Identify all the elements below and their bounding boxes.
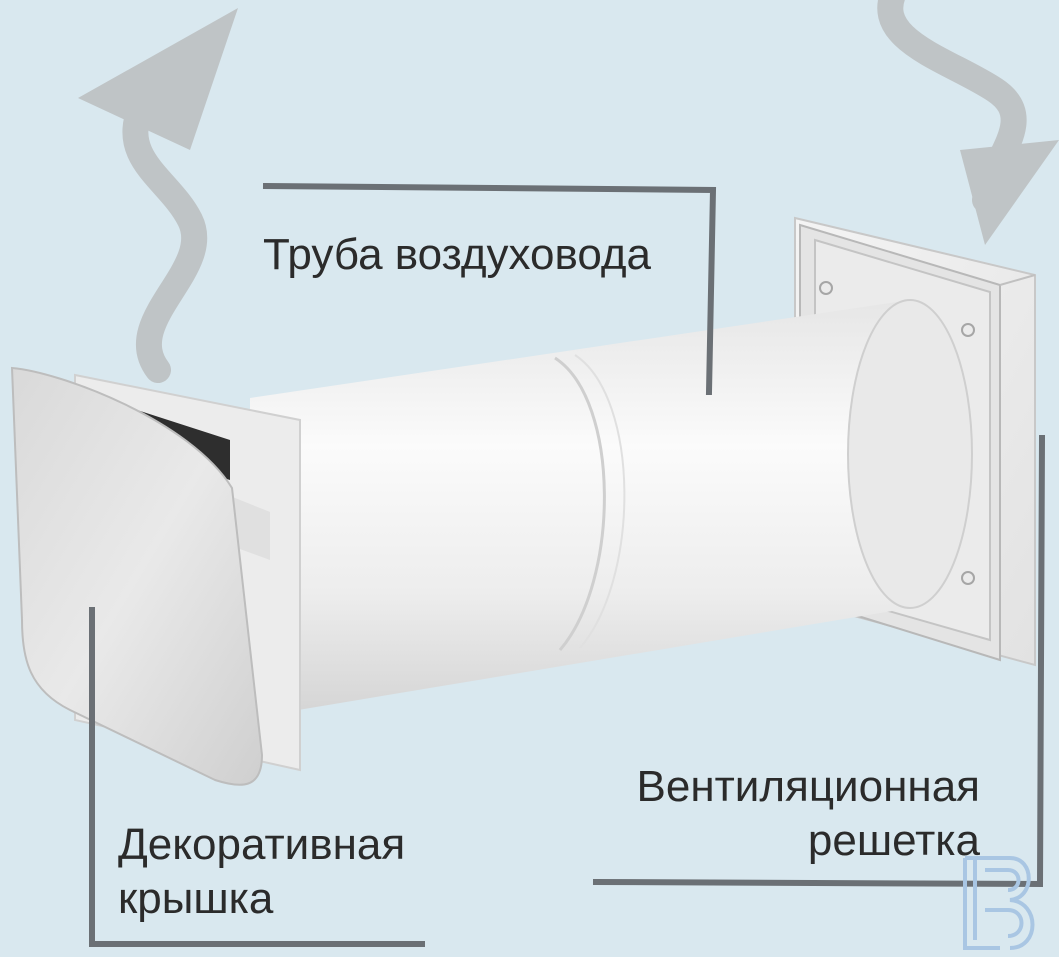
duct-pipe bbox=[250, 299, 973, 718]
ventilation-grille-label-line-2: решетка bbox=[807, 816, 980, 865]
ventilation-grille-label-line-1: Вентиляционная bbox=[636, 762, 981, 811]
duct-pipe-label: Труба воздуховода bbox=[263, 230, 652, 279]
leader-lines bbox=[89, 182, 1046, 947]
decorative-cover-label: Декоративная крышка bbox=[118, 818, 405, 926]
decorative-cover bbox=[10, 366, 264, 786]
decorative-cover-label-line-2: крышка bbox=[118, 874, 274, 923]
ventilation-grille-label: Вентиляционная решетка bbox=[560, 760, 981, 868]
airflow-out-arrow-icon bbox=[78, 8, 238, 383]
leader-line-grille bbox=[592, 434, 1046, 888]
decorative-cover-label-line-1: Декоративная bbox=[118, 820, 406, 869]
leader-line-duct bbox=[262, 182, 717, 396]
brand-logo bbox=[963, 856, 1035, 950]
leader-line-cover bbox=[89, 607, 425, 947]
airflow-in-arrow-icon bbox=[877, 0, 1059, 245]
